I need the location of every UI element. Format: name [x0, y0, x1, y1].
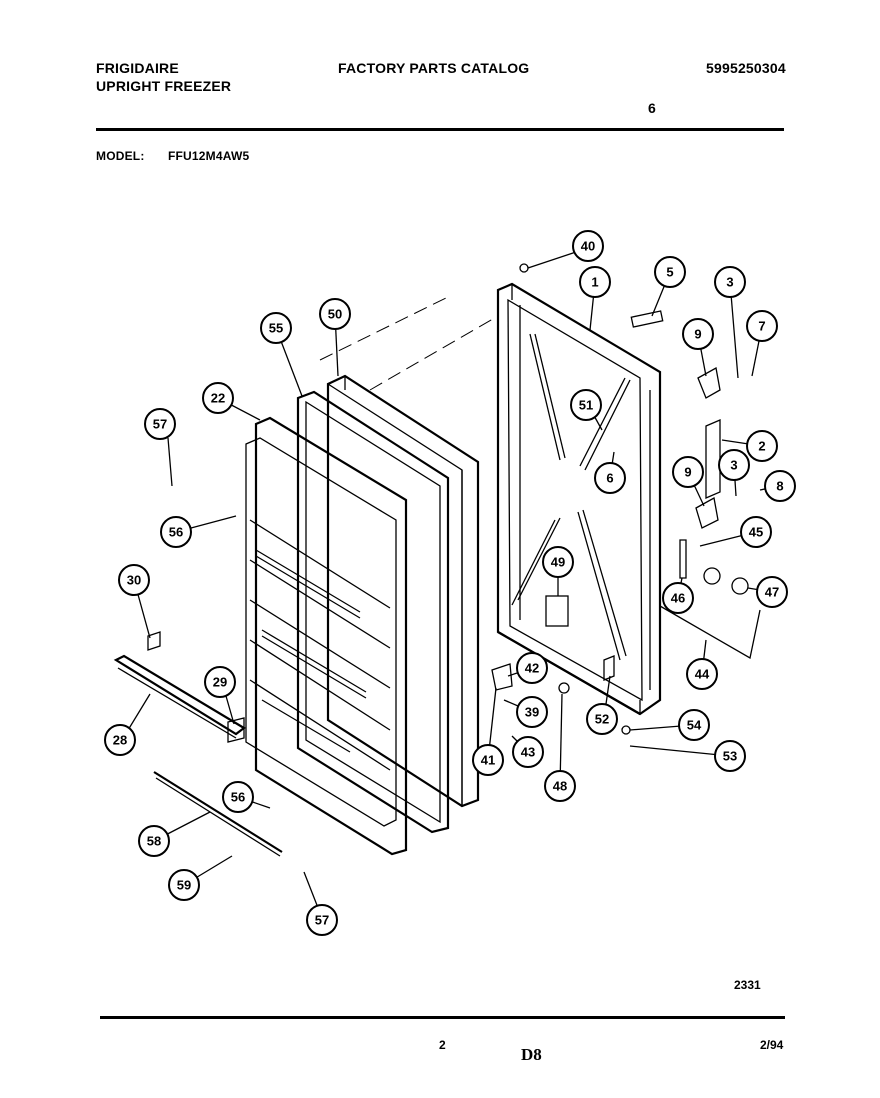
callout-44: 44: [686, 658, 718, 690]
callout-3-bottom: 3: [718, 449, 750, 481]
inner-door-panel: [326, 374, 480, 808]
catalog-title: FACTORY PARTS CATALOG: [338, 60, 530, 76]
svg-text:28: 28: [113, 733, 127, 748]
svg-text:46: 46: [671, 591, 685, 606]
callout-58: 58: [138, 825, 170, 857]
svg-text:5: 5: [666, 265, 673, 280]
svg-text:22: 22: [211, 391, 225, 406]
svg-text:3: 3: [730, 458, 737, 473]
svg-text:56: 56: [231, 790, 245, 805]
header-rule: [96, 128, 784, 131]
diagram-number: 2331: [734, 978, 761, 992]
svg-text:44: 44: [695, 667, 710, 682]
callout-56-top: 56: [160, 516, 192, 548]
svg-text:57: 57: [153, 417, 167, 432]
callout-47: 47: [756, 576, 788, 608]
svg-text:52: 52: [595, 712, 609, 727]
model-label: MODEL:: [96, 149, 145, 163]
callout-55: 55: [260, 312, 292, 344]
svg-text:49: 49: [551, 555, 565, 570]
callout-7: 7: [746, 310, 778, 342]
callout-51: 51: [570, 389, 602, 421]
catalog-number: 5995250304: [706, 60, 786, 76]
svg-text:43: 43: [521, 745, 535, 760]
callout-8: 8: [764, 470, 796, 502]
callout-40: 40: [572, 230, 604, 262]
door-liner: [245, 295, 499, 856]
model-value: FFU12M4AW5: [168, 149, 250, 163]
callout-2: 2: [746, 430, 778, 462]
svg-text:42: 42: [525, 661, 539, 676]
callout-9-top: 9: [682, 318, 714, 350]
svg-text:40: 40: [581, 239, 595, 254]
svg-text:8: 8: [776, 479, 783, 494]
publication-date: 2/94: [760, 1038, 784, 1052]
svg-text:57: 57: [315, 913, 329, 928]
callout-42: 42: [516, 652, 548, 684]
callout-28: 28: [104, 724, 136, 756]
callout-22: 22: [202, 382, 234, 414]
svg-text:51: 51: [579, 398, 593, 413]
callout-9-bottom: 9: [672, 456, 704, 488]
footer-rule: [100, 1016, 785, 1019]
callout-59: 59: [168, 869, 200, 901]
svg-text:6: 6: [606, 471, 613, 486]
page-number: 2: [439, 1038, 446, 1052]
svg-text:53: 53: [723, 749, 737, 764]
callout-52: 52: [586, 703, 618, 735]
svg-text:45: 45: [749, 525, 763, 540]
hinge-parts: [147, 263, 761, 743]
callout-30: 30: [118, 564, 150, 596]
section-code: D8: [521, 1045, 542, 1064]
header-mark: 6: [648, 100, 656, 116]
callout-29: 29: [204, 666, 236, 698]
svg-text:59: 59: [177, 878, 191, 893]
callout-54: 54: [678, 709, 710, 741]
svg-text:30: 30: [127, 573, 141, 588]
svg-text:9: 9: [694, 327, 701, 342]
callout-45: 45: [740, 516, 772, 548]
outer-door-panel: [496, 282, 662, 716]
svg-text:7: 7: [758, 319, 765, 334]
svg-text:3: 3: [726, 275, 733, 290]
callout-56-bottom: 56: [222, 781, 254, 813]
callout-43: 43: [512, 736, 544, 768]
svg-text:29: 29: [213, 675, 227, 690]
svg-text:2: 2: [758, 439, 765, 454]
callout-57-bottom: 57: [306, 904, 338, 936]
svg-text:54: 54: [687, 718, 702, 733]
callout-50: 50: [319, 298, 351, 330]
svg-text:1: 1: [591, 275, 598, 290]
callout-57-top: 57: [144, 408, 176, 440]
svg-text:39: 39: [525, 705, 539, 720]
callout-1: 1: [579, 266, 611, 298]
svg-text:56: 56: [169, 525, 183, 540]
svg-text:50: 50: [328, 307, 342, 322]
door-gasket: [296, 390, 450, 834]
callout-5: 5: [654, 256, 686, 288]
callout-3-top: 3: [714, 266, 746, 298]
callout-39: 39: [516, 696, 548, 728]
callout-46: 46: [662, 582, 694, 614]
svg-text:41: 41: [481, 753, 495, 768]
svg-text:48: 48: [553, 779, 567, 794]
brand-name: FRIGIDAIRE: [96, 60, 179, 76]
callout-41: 41: [472, 744, 504, 776]
callout-48: 48: [544, 770, 576, 802]
svg-text:47: 47: [765, 585, 779, 600]
svg-text:58: 58: [147, 834, 161, 849]
svg-text:9: 9: [684, 465, 691, 480]
callout-6: 6: [594, 462, 626, 494]
product-type: UPRIGHT FREEZER: [96, 78, 232, 94]
callout-53: 53: [714, 740, 746, 772]
svg-text:55: 55: [269, 321, 283, 336]
callout-49: 49: [542, 546, 574, 578]
